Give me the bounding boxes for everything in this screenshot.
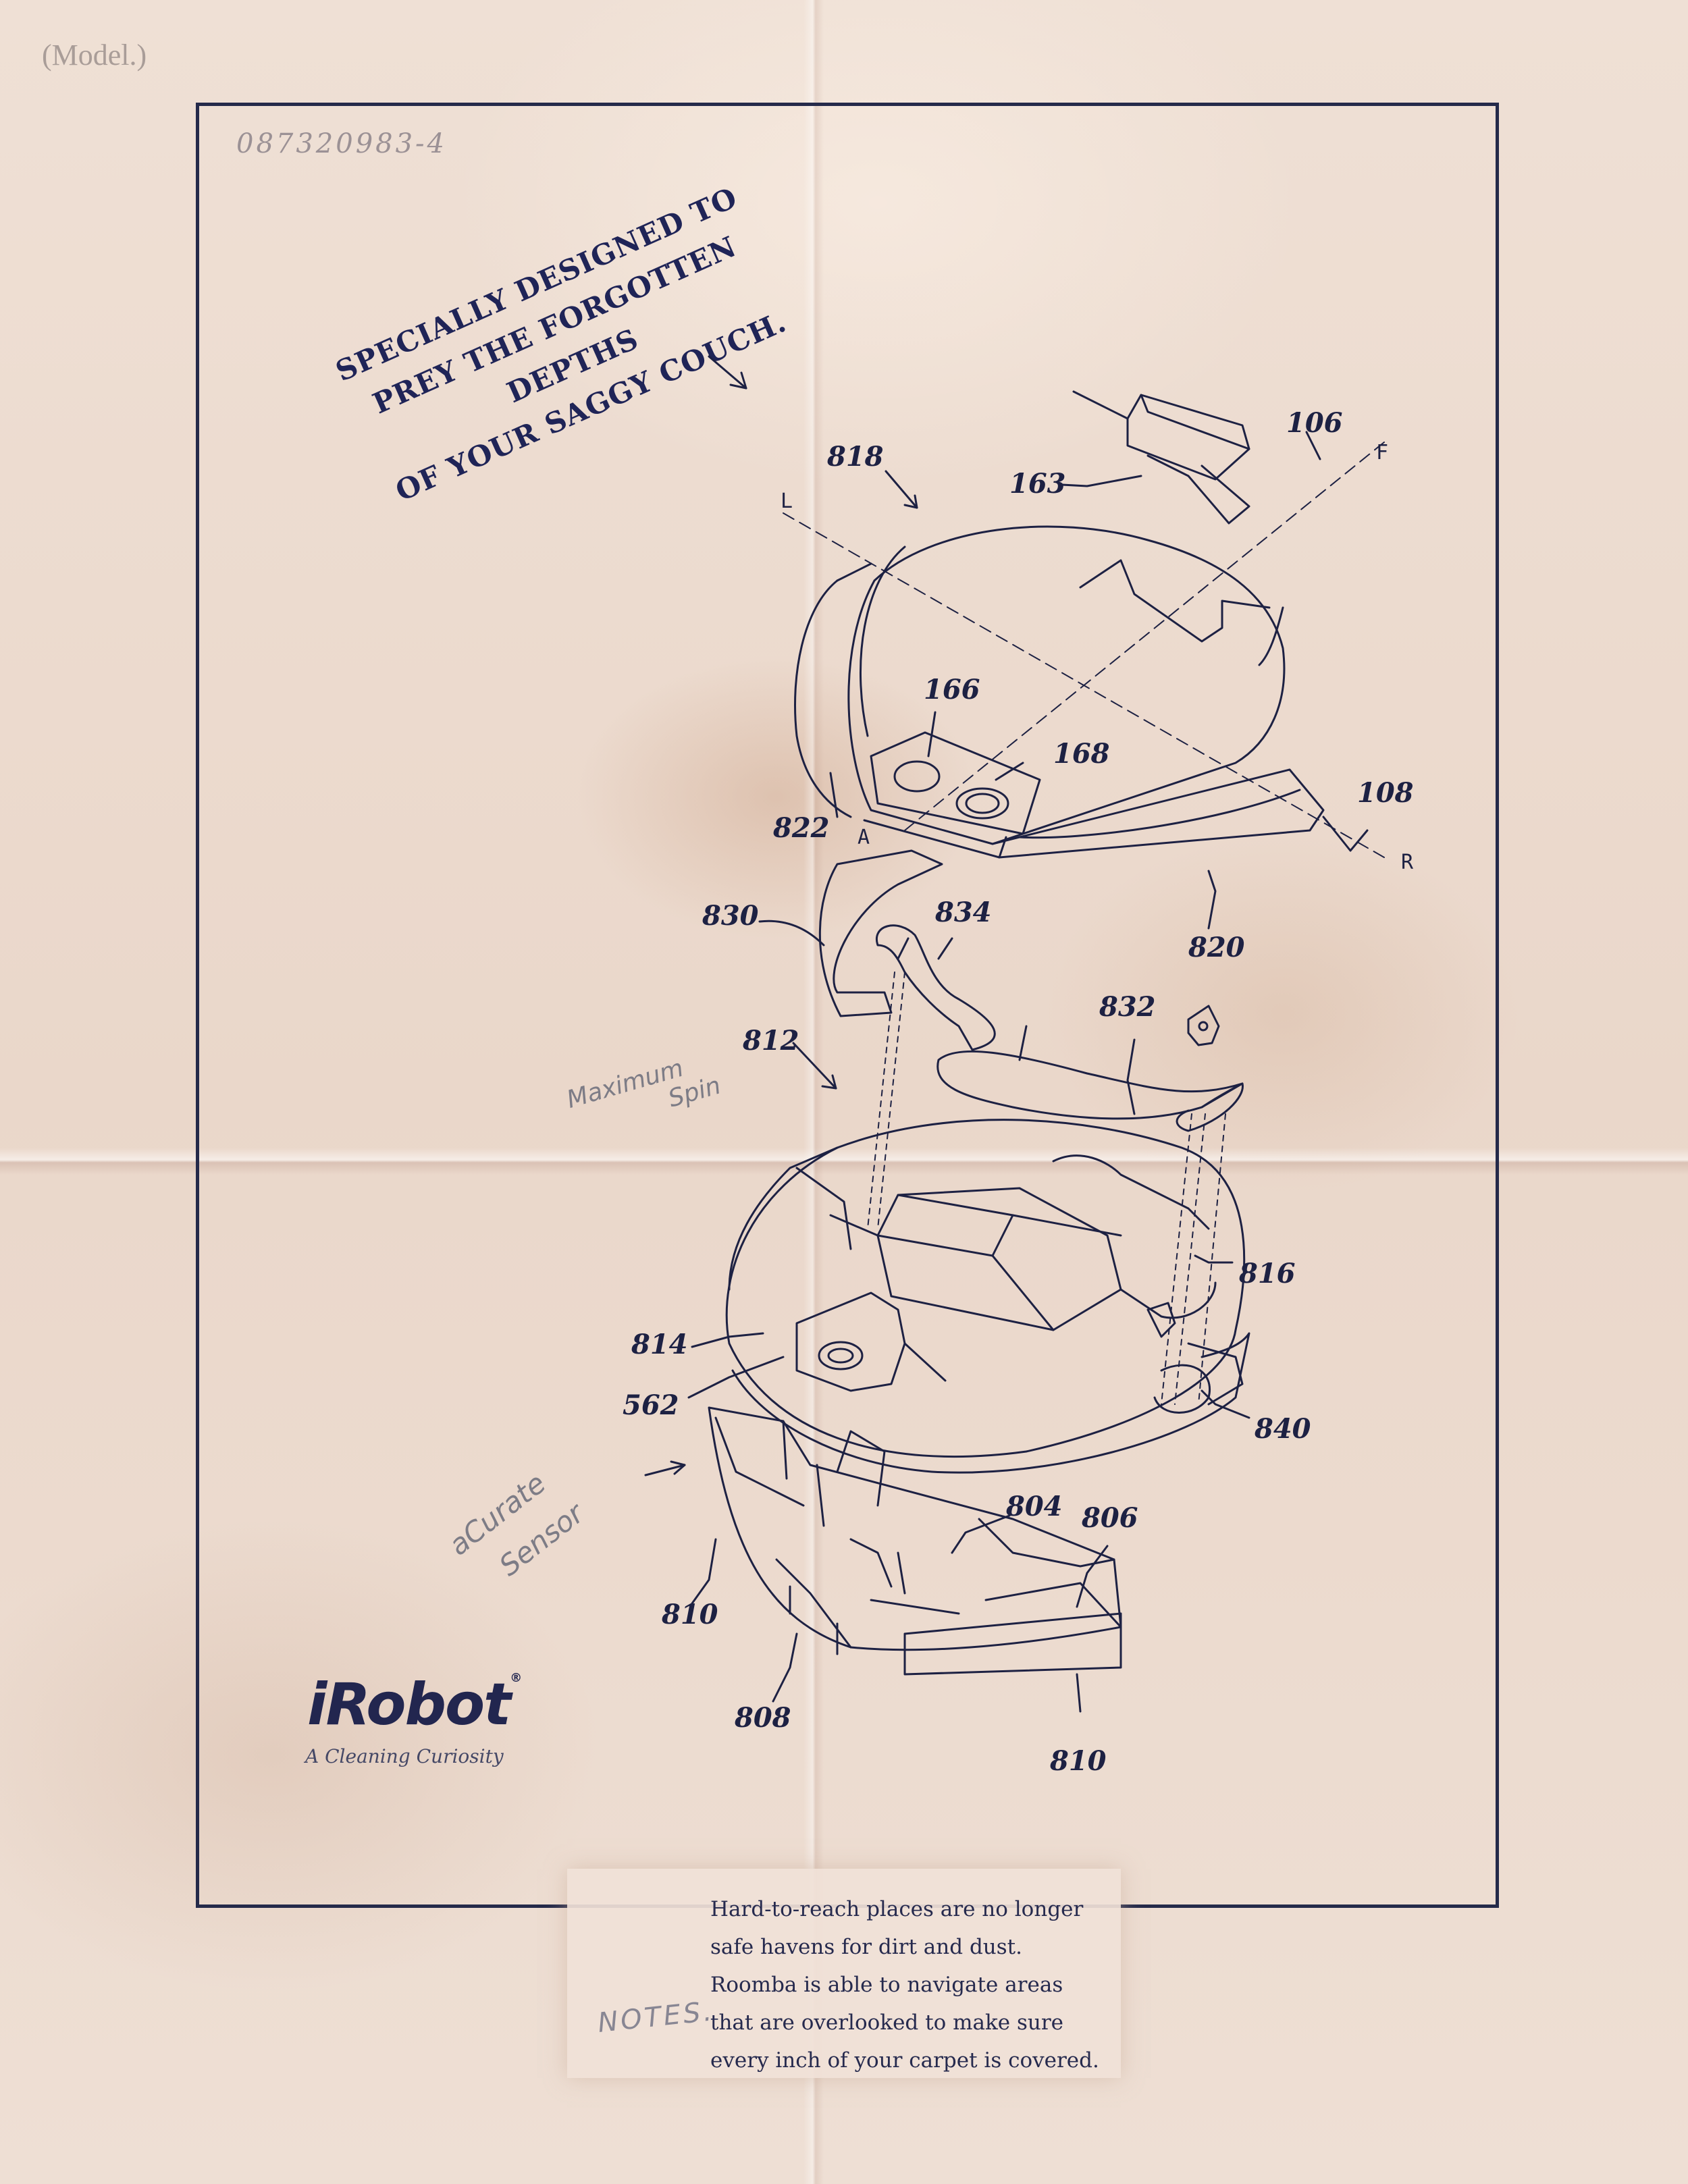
callout-840: 840	[1254, 1413, 1311, 1445]
callout-818: 818	[826, 441, 884, 473]
notes-line: Hard-to-reach places are no longer	[710, 1897, 1084, 1921]
vertical-fold	[803, 0, 824, 2184]
logo-text: iRobot	[307, 1671, 511, 1738]
irobot-logo: iRobot®	[307, 1671, 522, 1738]
callout-834: 834	[934, 897, 992, 928]
callout-832: 832	[1099, 991, 1156, 1023]
brush-assembly	[937, 1050, 1244, 1120]
registered-mark: ®	[510, 1671, 522, 1685]
brand-tagline: A Cleaning Curiosity	[305, 1745, 504, 1767]
handwritten-maximum: Maximum	[564, 1055, 687, 1114]
axis-letter-f: F	[1376, 441, 1388, 464]
callout-168: 168	[1053, 738, 1110, 770]
callout-562: 562	[623, 1389, 679, 1421]
callout-166: 166	[924, 674, 980, 705]
callout-804: 804	[1005, 1491, 1063, 1522]
callout-812: 812	[742, 1025, 799, 1057]
callout-108: 108	[1357, 777, 1414, 809]
callout-816: 816	[1238, 1258, 1296, 1289]
callout-810-left: 810	[661, 1599, 718, 1630]
notes-text: Hard-to-reach places are no longer safe …	[710, 1890, 1115, 2079]
callout-830: 830	[702, 900, 759, 932]
caster-module	[795, 1291, 906, 1392]
callout-163: 163	[1009, 468, 1066, 500]
bumper-arc	[818, 849, 943, 1017]
axis-letter-r: R	[1401, 851, 1414, 874]
notes-line: safe havens for dirt and dust.	[710, 1935, 1022, 1959]
axis-letter-l: L	[781, 489, 793, 513]
notes-box	[567, 1869, 1121, 2078]
horizontal-fold	[0, 1148, 1688, 1175]
model-label: (Model.)	[42, 38, 147, 72]
callout-822: 822	[772, 812, 830, 844]
callout-106: 106	[1286, 407, 1343, 439]
notes-line: that are overlooked to make sure	[710, 2010, 1064, 2035]
notes-line: Roomba is able to navigate areas	[710, 1973, 1063, 1997]
callout-814: 814	[631, 1329, 688, 1360]
callout-808: 808	[734, 1702, 791, 1734]
axis-line-fa	[904, 442, 1385, 831]
chassis	[725, 1119, 1246, 1458]
notes-line: every inch of your carpet is covered.	[710, 2048, 1099, 2073]
hose	[875, 924, 996, 1051]
callout-810-right: 810	[1049, 1745, 1107, 1777]
top-cover	[847, 525, 1286, 845]
headline-arrow	[708, 355, 747, 390]
cleaning-head	[876, 1187, 1122, 1331]
callout-806: 806	[1081, 1502, 1138, 1534]
callout-820: 820	[1188, 932, 1245, 963]
serial-number: 087320983-4	[236, 128, 448, 159]
axis-letter-a: A	[858, 826, 870, 849]
dust-bin	[708, 1406, 1122, 1651]
